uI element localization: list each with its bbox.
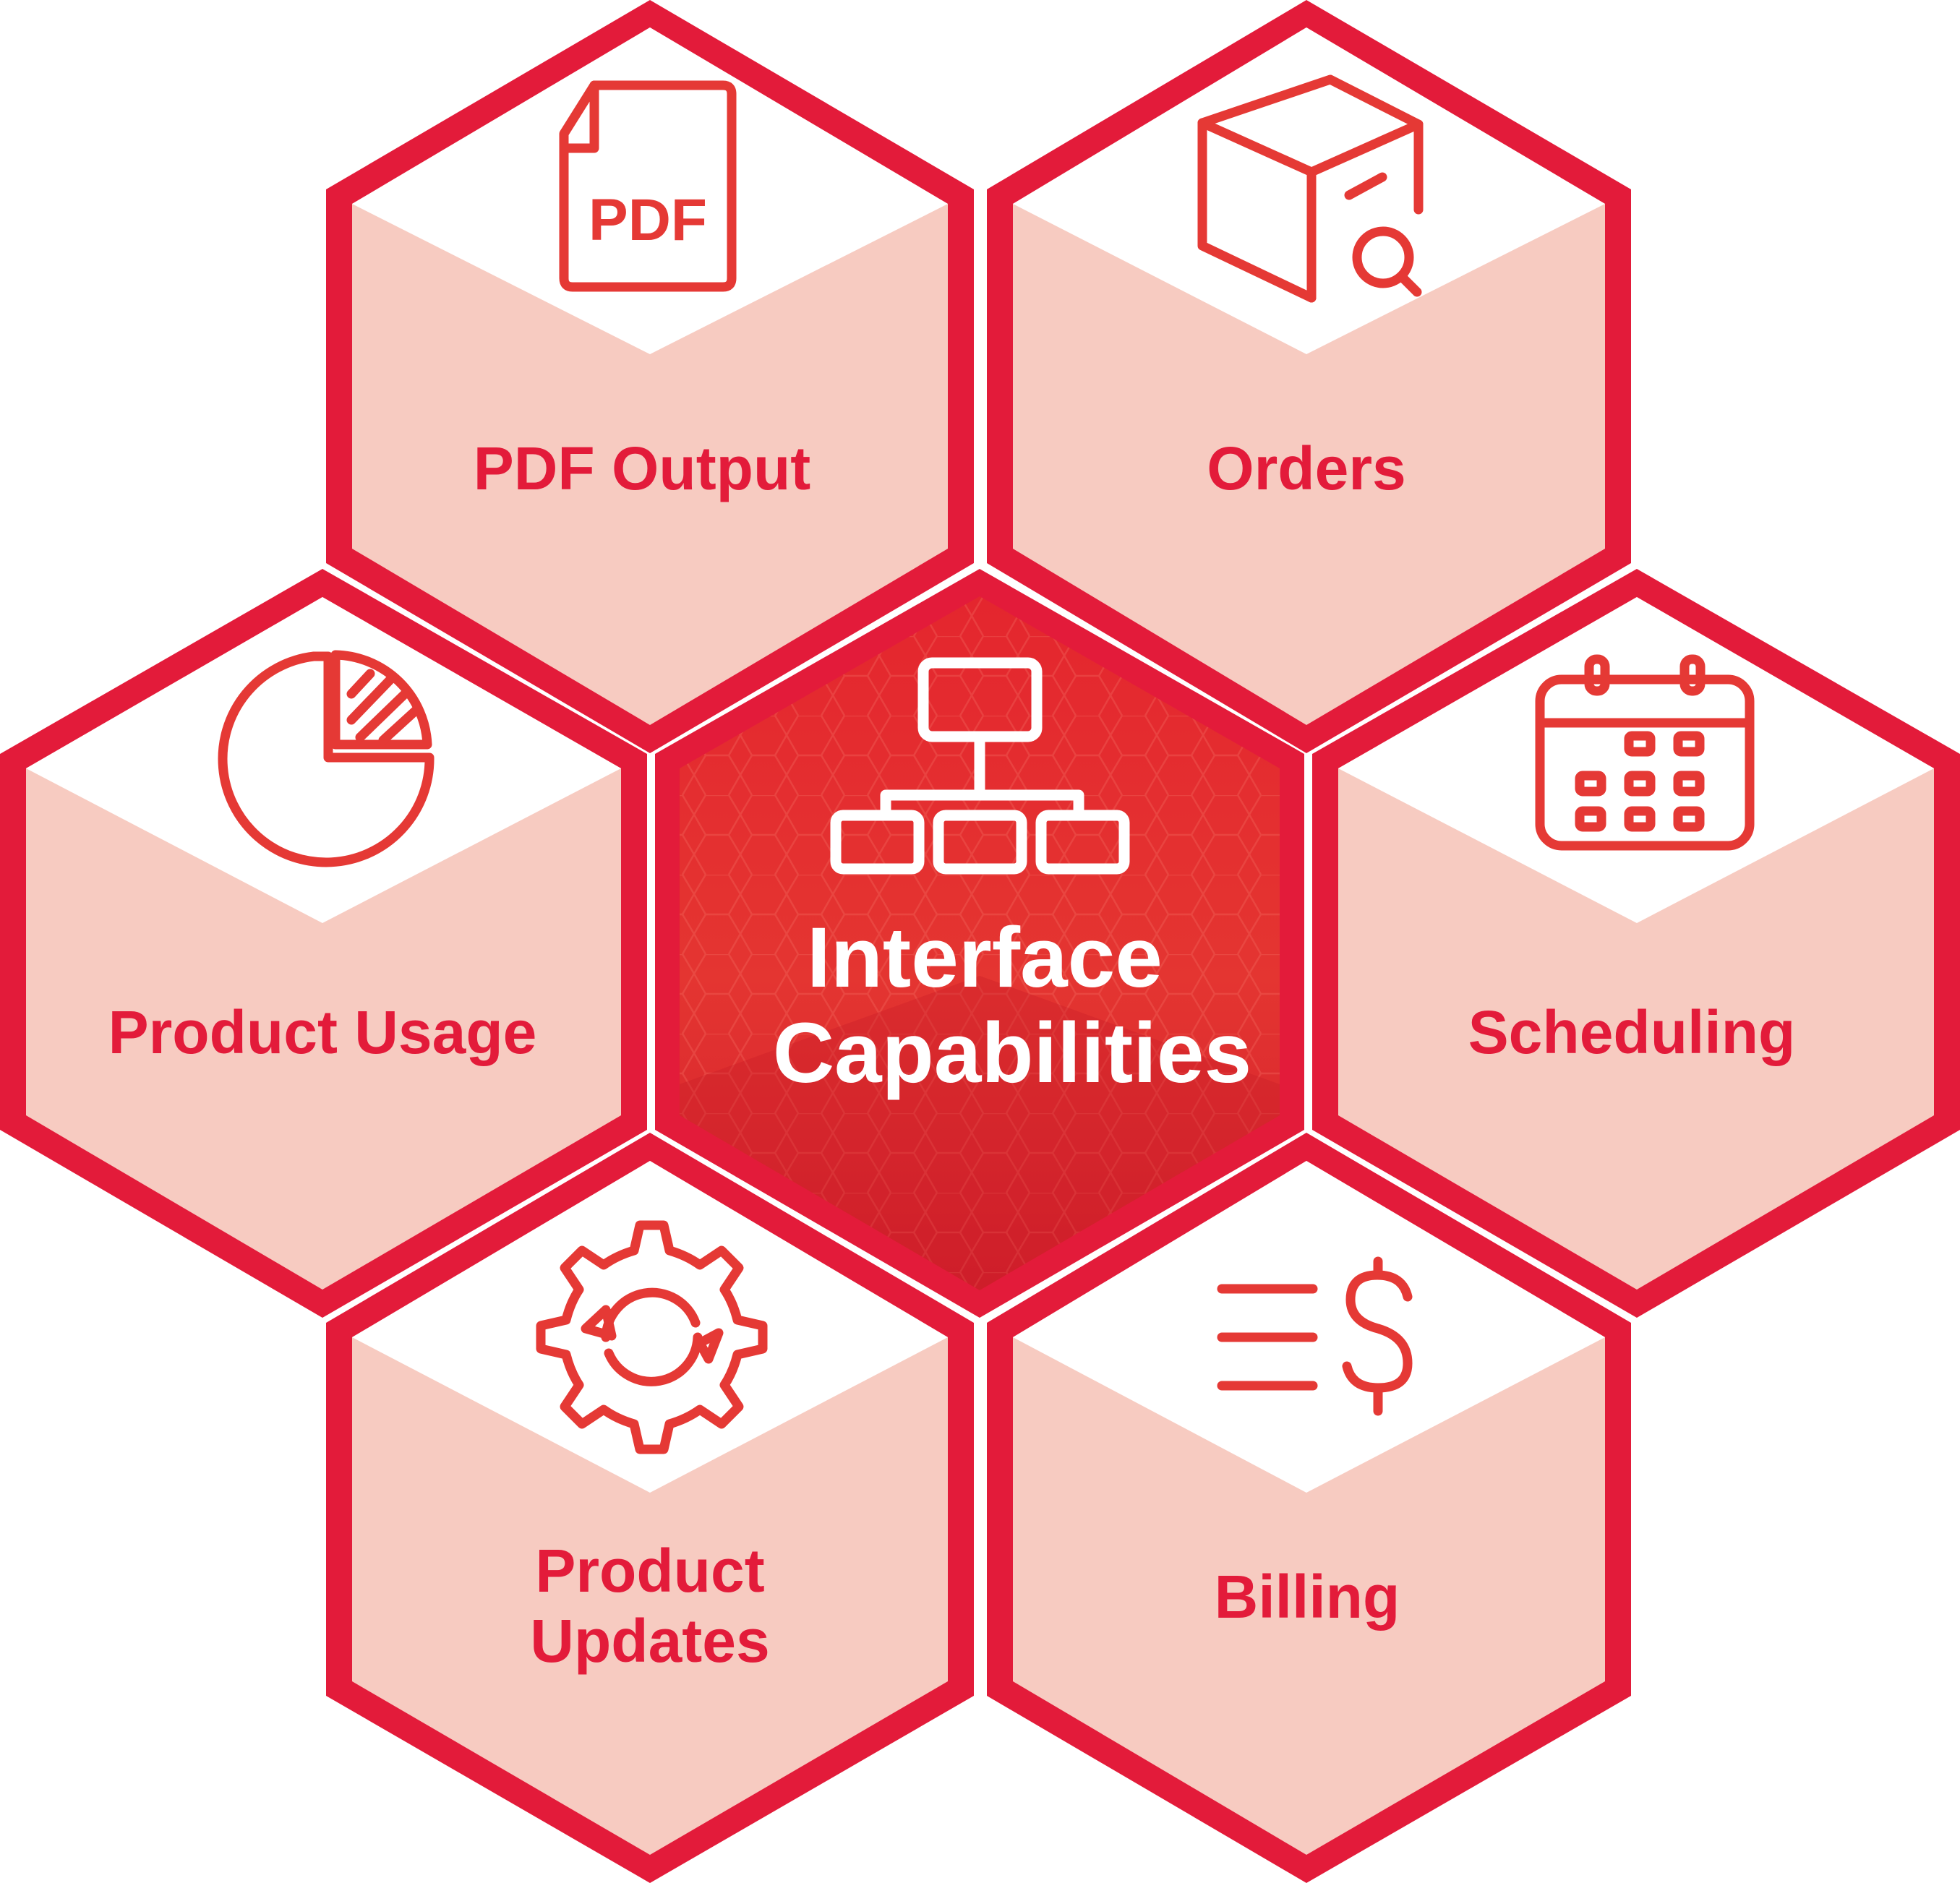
- label-product-updates-line1: Product: [535, 1537, 764, 1605]
- label-scheduling: Scheduling: [1468, 998, 1796, 1066]
- hex-scheduling: [1312, 569, 1960, 1318]
- hex-center: [655, 569, 1304, 1318]
- label-billing: Billing: [1215, 1563, 1400, 1631]
- hex-billing: [987, 1133, 1631, 1883]
- label-product-usage: Product Usage: [108, 998, 537, 1066]
- label-pdf-output: PDF Output: [474, 434, 811, 502]
- pdf-document-icon: PDF: [559, 80, 737, 292]
- network-hierarchy-icon: [830, 657, 1130, 875]
- center-title-line1: Interface: [807, 910, 1163, 1005]
- center-title-line2: Capabilities: [773, 1005, 1251, 1101]
- calendar-icon: [1535, 654, 1755, 851]
- billing-dollar-icon: [1217, 1256, 1413, 1416]
- label-product-updates-line2: Updates: [530, 1607, 769, 1675]
- svg-text:PDF: PDF: [589, 187, 707, 253]
- hex-product-updates: [326, 1133, 974, 1883]
- hex-product-usage: [0, 569, 647, 1318]
- hex-pdf-output: [326, 0, 974, 753]
- hex-orders: [987, 0, 1631, 753]
- gear-refresh-icon: [536, 1220, 768, 1454]
- box-search-icon: [1197, 74, 1424, 303]
- pie-chart-icon: [218, 650, 435, 867]
- label-orders: Orders: [1207, 434, 1405, 502]
